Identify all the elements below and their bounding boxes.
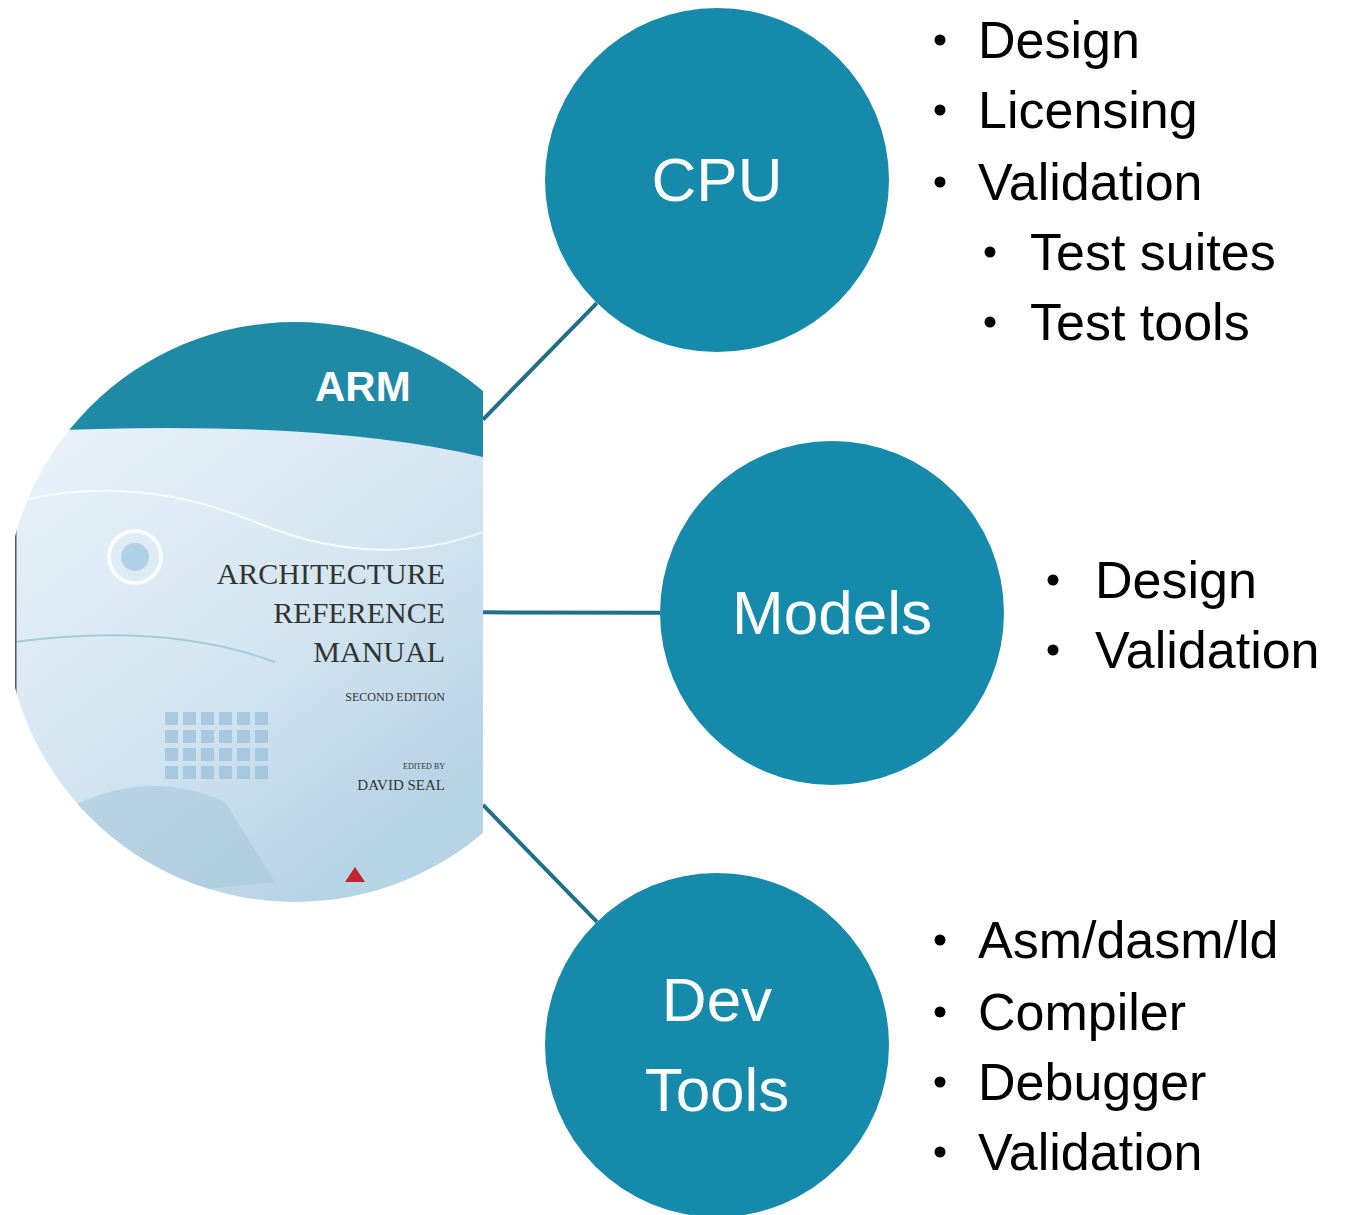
topic-circle: Models [660,441,1004,785]
circle-label: Models [717,568,947,658]
topic-circle: CPU [545,8,889,352]
cover-text: DAVID SEAL [245,776,445,794]
circle-label: Dev Tools [602,955,832,1135]
bullet-item: Validation [978,152,1203,212]
bullet [985,247,996,258]
connector-line [483,612,660,613]
bullet-item: Test suites [1030,222,1276,282]
bullet-item: Licensing [978,80,1198,140]
topic-circle: Dev Tools [545,873,889,1215]
circle-shape [545,873,889,1215]
bullet [935,1077,946,1088]
bullet [935,35,946,46]
bullet-item: Validation [978,1122,1203,1182]
bullet [985,317,996,328]
bullet [1048,645,1059,656]
cover-text: EDITED BY [245,762,445,772]
cover-logo-text: ARM [315,364,455,410]
cover-text: SECOND EDITION [245,690,445,704]
bullet [1048,575,1059,586]
bullet-item: Debugger [978,1052,1206,1112]
bullet [935,105,946,116]
bullet-item: Compiler [978,982,1186,1042]
bullet-item: Asm/dasm/ld [978,910,1279,970]
book-cover-node: ARM ARCHITECTURE REFERENCE MANUAL SECOND E… [15,322,483,902]
bullet [935,177,946,188]
connector-line [483,303,597,420]
bullet-item: Design [978,10,1140,70]
bullet [935,1147,946,1158]
bullet-item: Test tools [1030,292,1250,352]
bullet-item: Design [1095,550,1257,610]
bullet [935,935,946,946]
bullet-item: Validation [1095,620,1320,680]
connector-line [483,805,597,922]
bullet [935,1007,946,1018]
circle-label: CPU [602,135,832,225]
cover-text: ARCHITECTURE REFERENCE MANUAL [145,554,445,671]
